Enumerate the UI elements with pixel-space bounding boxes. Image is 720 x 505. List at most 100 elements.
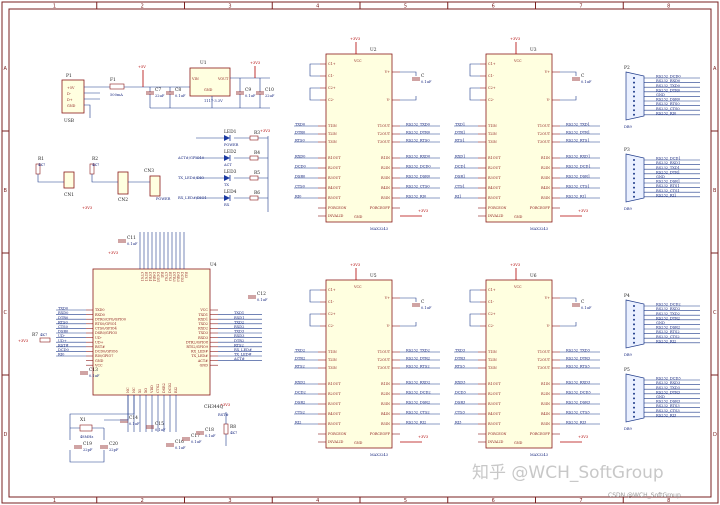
ch344-left-pin: VCC [94, 363, 103, 367]
max3243-right-pin: V+ [384, 296, 390, 300]
cap-ref: C [421, 300, 425, 305]
column-label: 5 [404, 4, 407, 10]
max3243-part: MAX3243 [370, 227, 389, 231]
max3243-right-pin: FORCEOFF [370, 432, 391, 436]
db9-net-label: RS232_CTS2 [656, 335, 680, 339]
ldo-part: 1117-3.3V [204, 99, 223, 103]
ch344-left-pin: DTR0/CFG/GPIO0 [95, 317, 126, 321]
db9-pin [633, 186, 635, 189]
ch344-right-pin: TXD2 [198, 322, 208, 326]
db9-pin [633, 191, 635, 194]
usb-ref: P1 [66, 74, 72, 79]
cap-value: 0.1uF [175, 94, 186, 98]
max3243-right-pin: T2OUT [378, 132, 391, 136]
crystal-wires [69, 395, 135, 463]
max3243-out-net: RS232_RXD2 [406, 381, 430, 385]
ch344-left-pin: RI0/GPIO7 [95, 354, 113, 358]
max3243-in-net: RTS2 [295, 365, 305, 369]
led-resistor [249, 195, 259, 201]
max3243-out-net: RS232_DSR0 [406, 175, 431, 179]
ch344-left-pin: RST# [95, 345, 105, 349]
ldo-pin-out: VOUT [217, 77, 229, 81]
led-net-label: ACT#/GPIO10 [177, 156, 205, 160]
r1-ref: R1 [38, 157, 44, 162]
ch344-top-pin: DCD3 [180, 272, 184, 282]
ch344-left-net: DTR0 [58, 316, 69, 320]
column-label: 7 [579, 4, 582, 10]
cap-value: 0.1uF [191, 440, 202, 444]
max3243-left-pin: R1OUT [488, 156, 501, 160]
max3243-out-net: RS232_RTS0 [406, 139, 430, 143]
cap-value: 0.1uF [421, 80, 432, 84]
max3243-transceivers: U2VCCGNDMAX3243+3V3C1+C1-C2+C2-T1INT2INT… [294, 37, 600, 457]
cap-value: 0.1uF [257, 298, 268, 302]
db9-pin [633, 411, 635, 414]
fuse-ref: F1 [110, 78, 116, 83]
max3243-out-net: RS232_CTS1 [566, 185, 590, 189]
db9-pin [633, 86, 635, 89]
cap-value: 0.1uF [127, 242, 138, 246]
max3243-left-pin: R2OUT [488, 166, 501, 170]
cn1-ref: CN1 [64, 193, 74, 198]
row-label: A [4, 66, 8, 72]
max3243-right-pin: T1OUT [538, 124, 551, 128]
db9-net-label: RS232_CTS3 [656, 409, 680, 413]
usb-pin-label: D+ [67, 98, 73, 102]
r2-ref: R2 [92, 157, 98, 162]
max3243-right-pin: R2IN [381, 166, 390, 170]
max3243-out-net: RS232_CTS2 [406, 411, 430, 415]
db9-net-label: RS232_DTR0 [656, 88, 681, 92]
column-label: 1 [53, 4, 56, 10]
ch344-right-pin: RXD2 [198, 327, 208, 331]
ch344-bottom-pin: DCD2 [168, 383, 172, 393]
max3243-left-pin: R1OUT [328, 382, 341, 386]
cap-ref: C12 [257, 292, 266, 297]
max3243-left-pin: R5OUT [488, 196, 501, 200]
max3243-left-pin: INVALID [488, 440, 504, 444]
cap-value: 0.1uF [245, 94, 256, 98]
ch344-right-net: RTS2 [234, 343, 244, 347]
max3243-unit: U3VCCGNDMAX3243+3V3C1+C1-C2+C2-T1INT2INT… [454, 37, 600, 231]
max3243-in-net: DTR2 [295, 357, 305, 361]
max3243-right-pin: T1OUT [378, 124, 391, 128]
max3243-right-pin: R5IN [541, 196, 550, 200]
column-label: 4 [316, 498, 319, 504]
rst-net: RST# [218, 413, 229, 417]
db9-net-label: RS232_RTS1 [656, 184, 680, 188]
ch344-left-net: UD- [58, 334, 66, 338]
cap-ref: C11 [127, 236, 136, 241]
db9-net-label: RS232_CTS1 [656, 189, 680, 193]
db9-net-label: RS232_DSR3 [656, 400, 681, 404]
led-diode-icon [224, 175, 230, 181]
max3243-left-pin: R2OUT [328, 166, 341, 170]
ch344-bottom-pin: NC [132, 387, 136, 393]
max3243-vcc-pin: VCC [353, 59, 362, 63]
max3243-right-pin: T3OUT [378, 366, 391, 370]
db9-pin [633, 388, 635, 391]
cap-ref: C15 [155, 422, 164, 427]
max3243-in-net: TXD2 [295, 349, 305, 353]
max3243-in-net: DSR0 [295, 175, 306, 179]
max3243-left-pin: R5OUT [328, 422, 341, 426]
ch344-top-pin: DCD1 [156, 272, 160, 282]
db9-ref: P4 [624, 294, 630, 299]
ch344-section: U4 CH344Q TXD0RXD0DTR0/CFG/GPIO0RTS0/GPI… [18, 232, 268, 463]
max3243-left-pin: FORCEON [488, 432, 507, 436]
cap-value: 0.1uF [89, 374, 100, 378]
db9-net-label: RS232_DTR2 [656, 316, 680, 320]
max3243-unit: U5VCCGNDMAX3243+3V3C1+C1-C2+C2-T1INT2INT… [294, 263, 440, 457]
db9-pin [633, 305, 635, 307]
db9-pin [633, 323, 635, 326]
max3243-left-pin: T2IN [488, 358, 497, 362]
max3243-out-net: RS232_DTR3 [566, 357, 591, 361]
ch344-right-pin: RXD3 [198, 336, 208, 340]
max3243-right-pin: R3IN [541, 402, 550, 406]
max3243-left-pin: R2OUT [328, 392, 341, 396]
max3243-right-pin: FORCEOFF [530, 206, 551, 210]
ch344-left-net: DCD0 [58, 348, 70, 352]
db9-pin [633, 177, 635, 180]
header-cn2 [117, 171, 129, 195]
db9-part: DB9 [624, 353, 633, 357]
db9-net-label: RS232_TXD3 [656, 386, 681, 390]
